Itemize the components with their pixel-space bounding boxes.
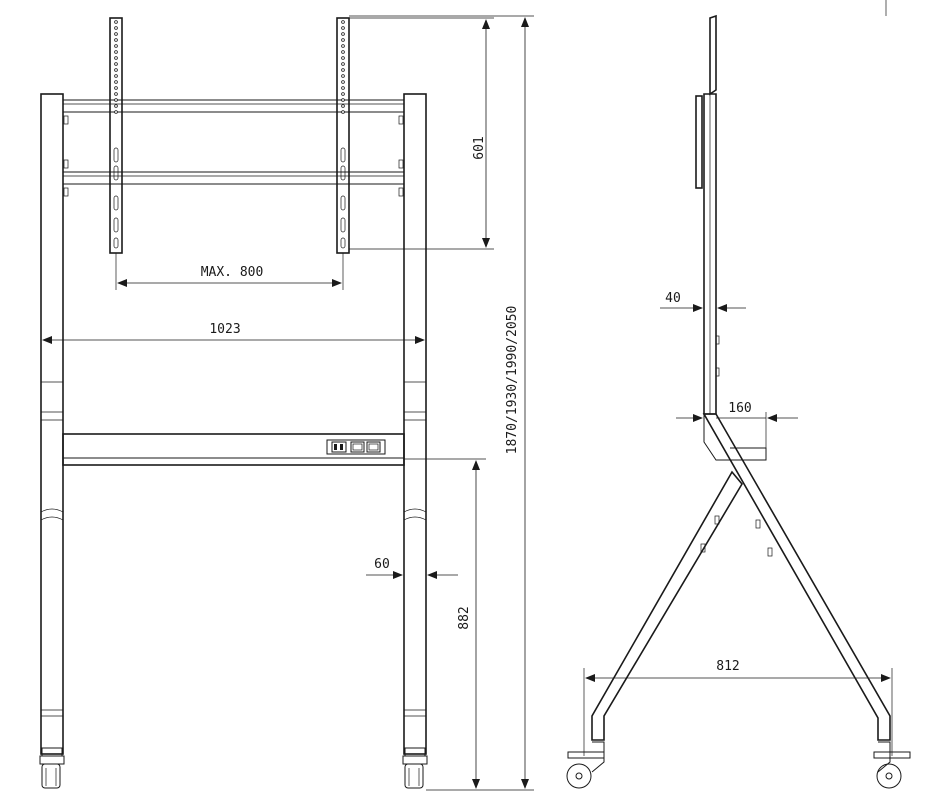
dimension-shelf-height: 882 xyxy=(404,458,486,789)
dimension-label-max-800: MAX. 800 xyxy=(201,265,264,280)
mounting-rails xyxy=(62,99,405,197)
side-right-caster xyxy=(873,741,911,789)
dimension-label-40: 40 xyxy=(665,291,681,306)
dimension-label-812: 812 xyxy=(716,659,739,674)
front-view: 601 MAX. 800 1023 1870/1930/1990/2050 88… xyxy=(39,15,534,791)
dimension-overall-width: 1023 xyxy=(42,322,425,344)
dimension-shelf-depth: 160 xyxy=(676,401,798,448)
left-column xyxy=(40,93,64,755)
right-caster xyxy=(402,747,428,789)
side-upright xyxy=(703,93,720,415)
side-legs xyxy=(591,413,891,741)
dimension-vesa-horizontal: MAX. 800 xyxy=(115,253,344,290)
dimension-label-60: 60 xyxy=(374,557,390,572)
dimension-column-width: 60 xyxy=(366,557,458,579)
side-screen xyxy=(695,14,717,189)
right-column xyxy=(403,93,427,755)
dimension-base-width: 812 xyxy=(583,659,893,756)
dimension-label-601: 601 xyxy=(472,136,487,159)
right-bracket-holes xyxy=(341,20,345,114)
dimension-label-1023: 1023 xyxy=(209,322,240,337)
dimension-vesa-vertical: 601 xyxy=(349,17,494,250)
side-view: 40 160 812 xyxy=(566,0,911,789)
left-bracket-holes xyxy=(114,20,118,114)
accessory-shelf xyxy=(62,433,405,466)
right-vesa-bracket xyxy=(336,17,350,254)
dimension-label-882: 882 xyxy=(457,606,472,629)
dimension-mount-offset: 40 xyxy=(660,291,746,312)
dimension-overall-height: 1870/1930/1990/2050 xyxy=(349,15,534,791)
dimension-label-160: 160 xyxy=(728,401,751,416)
dimension-label-overall-height: 1870/1930/1990/2050 xyxy=(505,306,520,455)
left-caster xyxy=(39,747,65,789)
left-vesa-bracket xyxy=(109,17,123,254)
power-strip xyxy=(326,439,386,455)
side-left-caster xyxy=(566,741,605,789)
side-shelf xyxy=(703,414,767,461)
